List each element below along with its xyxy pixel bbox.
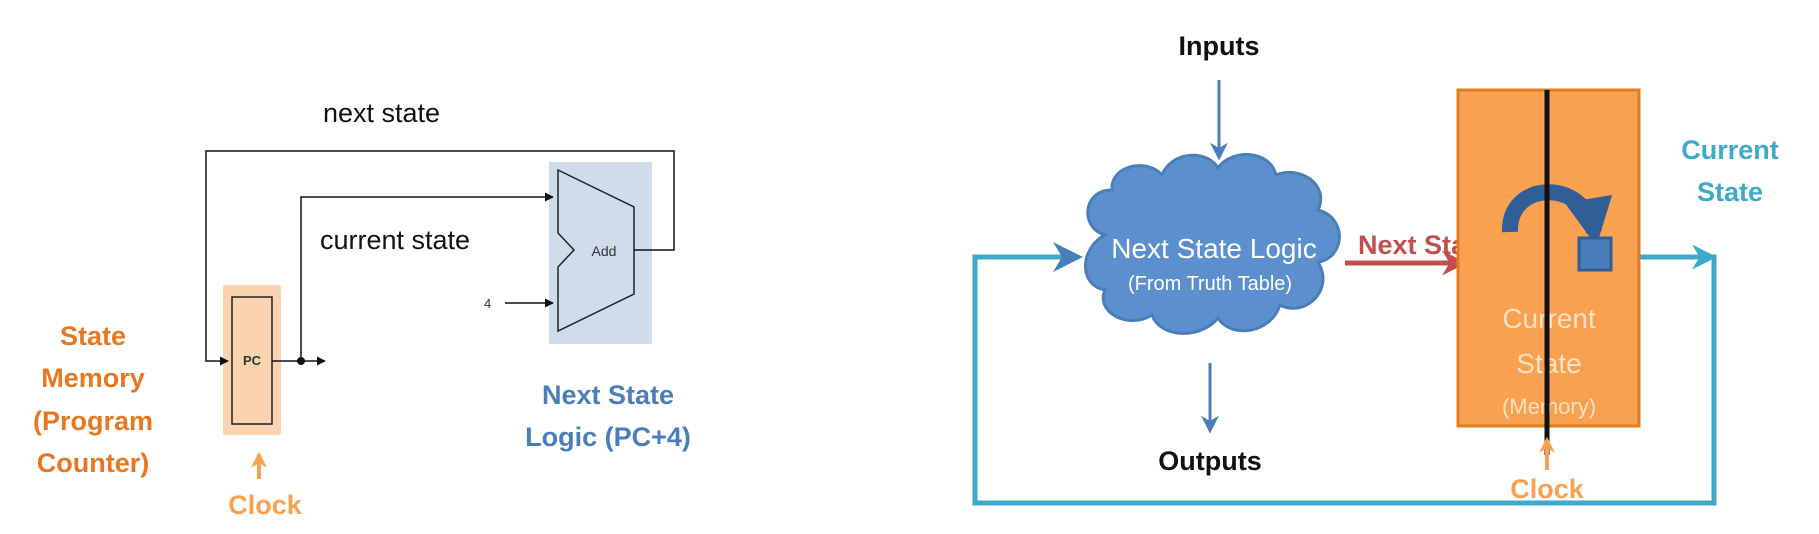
current-state-wire — [300, 192, 554, 361]
right-clock-label: Clock — [1510, 474, 1585, 504]
svg-text:Next State: Next State — [542, 380, 674, 410]
next-state-logic-label: Next State Logic (PC+4) — [525, 380, 691, 452]
svg-text:(Program: (Program — [33, 406, 153, 436]
left-clock-label: Clock — [228, 490, 303, 520]
current-state-label: current state — [320, 225, 470, 255]
stored-state-square — [1577, 236, 1613, 272]
adder-shape — [557, 168, 635, 333]
next-state-wire — [205, 150, 675, 366]
junction-dot — [297, 357, 305, 365]
svg-text:Memory: Memory — [41, 363, 145, 393]
right-diagram: Inputs Next State Logic (From Truth Tabl… — [972, 31, 1779, 506]
svg-text:State: State — [60, 321, 126, 351]
next-state-logic-cloud: Next State Logic (From Truth Table) — [1084, 153, 1341, 335]
inputs-label: Inputs — [1179, 31, 1260, 61]
pc-label: PC — [243, 353, 262, 368]
cloud-title: Next State Logic — [1111, 233, 1316, 264]
current-state-line-2: State — [1697, 177, 1763, 207]
four-label: 4 — [484, 296, 491, 311]
svg-text:Logic (PC+4): Logic (PC+4) — [525, 422, 691, 452]
add-label: Add — [592, 243, 617, 259]
state-memory-label: State Memory (Program Counter) — [33, 321, 153, 478]
current-state-line-1: Current — [1681, 135, 1779, 165]
next-state-label: next state — [323, 98, 440, 128]
left-diagram: PC Add 4 next state current state State … — [33, 98, 691, 520]
cloud-subtitle: (From Truth Table) — [1128, 273, 1292, 295]
svg-text:Counter): Counter) — [37, 448, 149, 478]
outputs-label: Outputs — [1158, 446, 1261, 476]
